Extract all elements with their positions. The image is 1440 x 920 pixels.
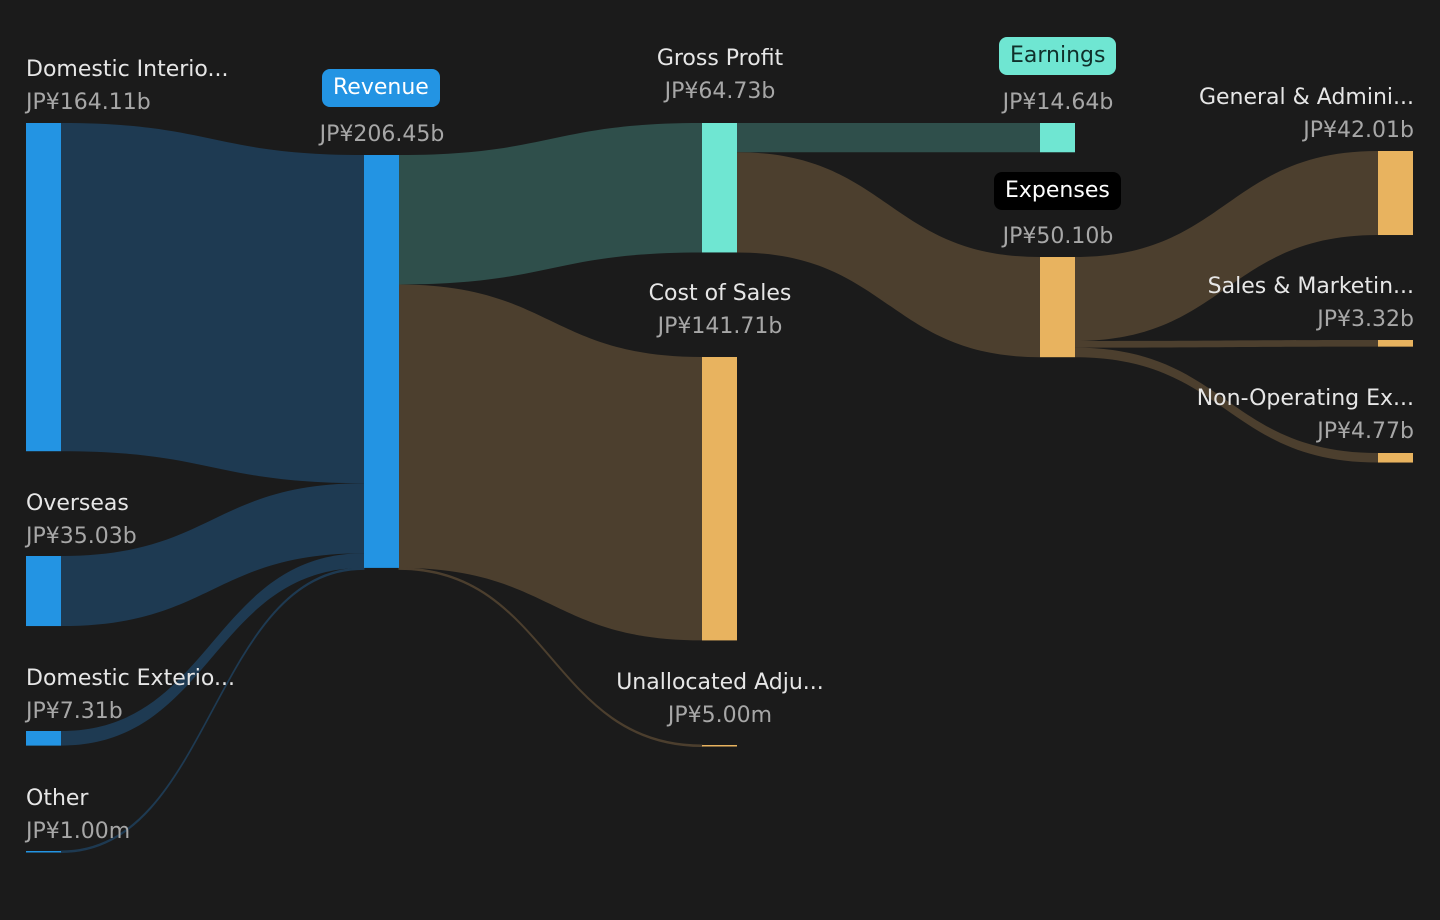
node-label-domestic-interior: Domestic Interio... (26, 57, 229, 82)
node-value-domestic-interior: JP¥164.11b (26, 90, 151, 115)
link-other-to-revenue (60, 567, 365, 854)
node-bar-overseas (26, 556, 61, 627)
node-label-overseas: Overseas (26, 491, 129, 516)
node-label-gross-profit: Gross Profit (656, 46, 784, 71)
link-expenses-to-sm (1075, 340, 1378, 348)
sankey-nodes (26, 123, 1413, 853)
node-label-expenses: Expenses (994, 172, 1121, 210)
link-expenses-to-nonop (1075, 347, 1378, 463)
node-value-ga: JP¥42.01b (1303, 118, 1414, 143)
node-bar-nonop (1378, 453, 1413, 463)
node-value-overseas: JP¥35.03b (26, 524, 137, 549)
link-domestic_exterior-to-revenue (61, 553, 364, 746)
node-label-sm: Sales & Marketin... (1207, 274, 1414, 299)
node-label-domestic-exterior: Domestic Exterio... (26, 666, 235, 691)
node-bar-expenses (1040, 257, 1075, 358)
node-bar-sm (1378, 340, 1413, 347)
node-value-other: JP¥1.00m (26, 819, 131, 844)
link-revenue-to-cost_of_sales (399, 284, 702, 641)
node-value-expenses: JP¥50.10b (1002, 224, 1114, 249)
node-label-unallocated: Unallocated Adju... (616, 670, 824, 695)
node-bar-gross_profit (702, 123, 737, 253)
node-bar-ga (1378, 151, 1413, 236)
link-revenue-to-gross_profit (399, 123, 702, 285)
node-value-sm: JP¥3.32b (1317, 307, 1414, 332)
node-value-unallocated: JP¥5.00m (667, 703, 773, 728)
node-bar-domestic_interior (26, 123, 61, 452)
node-label-ga: General & Admini... (1198, 85, 1414, 110)
link-expenses-to-ga (1075, 151, 1378, 342)
node-value-revenue: JP¥206.45b (319, 122, 445, 147)
node-value-nonop: JP¥4.77b (1317, 419, 1414, 444)
link-overseas-to-revenue (61, 483, 364, 627)
link-domestic_interior-to-revenue (61, 123, 364, 484)
node-bar-cost_of_sales (702, 357, 737, 641)
node-value-cost-of-sales: JP¥141.71b (657, 314, 783, 339)
node-value-earnings: JP¥14.64b (1002, 90, 1114, 115)
node-bar-earnings (1040, 123, 1075, 153)
node-label-earnings: Earnings (999, 37, 1117, 75)
sankey-links (60, 123, 1378, 854)
node-bar-domestic_exterior (26, 731, 61, 746)
node-label-cost-of-sales: Cost of Sales (648, 281, 792, 306)
node-label-other: Other (26, 786, 89, 811)
node-value-domestic-exterior: JP¥7.31b (26, 699, 123, 724)
node-value-gross-profit: JP¥64.73b (664, 79, 776, 104)
node-label-nonop: Non-Operating Ex... (1196, 386, 1414, 411)
node-label-revenue: Revenue (322, 69, 440, 107)
node-bar-unallocated (702, 745, 737, 747)
link-gross_profit-to-earnings (737, 123, 1040, 153)
link-gross_profit-to-expenses (737, 152, 1040, 358)
node-bar-revenue (364, 155, 399, 568)
node-bar-other (26, 851, 61, 853)
